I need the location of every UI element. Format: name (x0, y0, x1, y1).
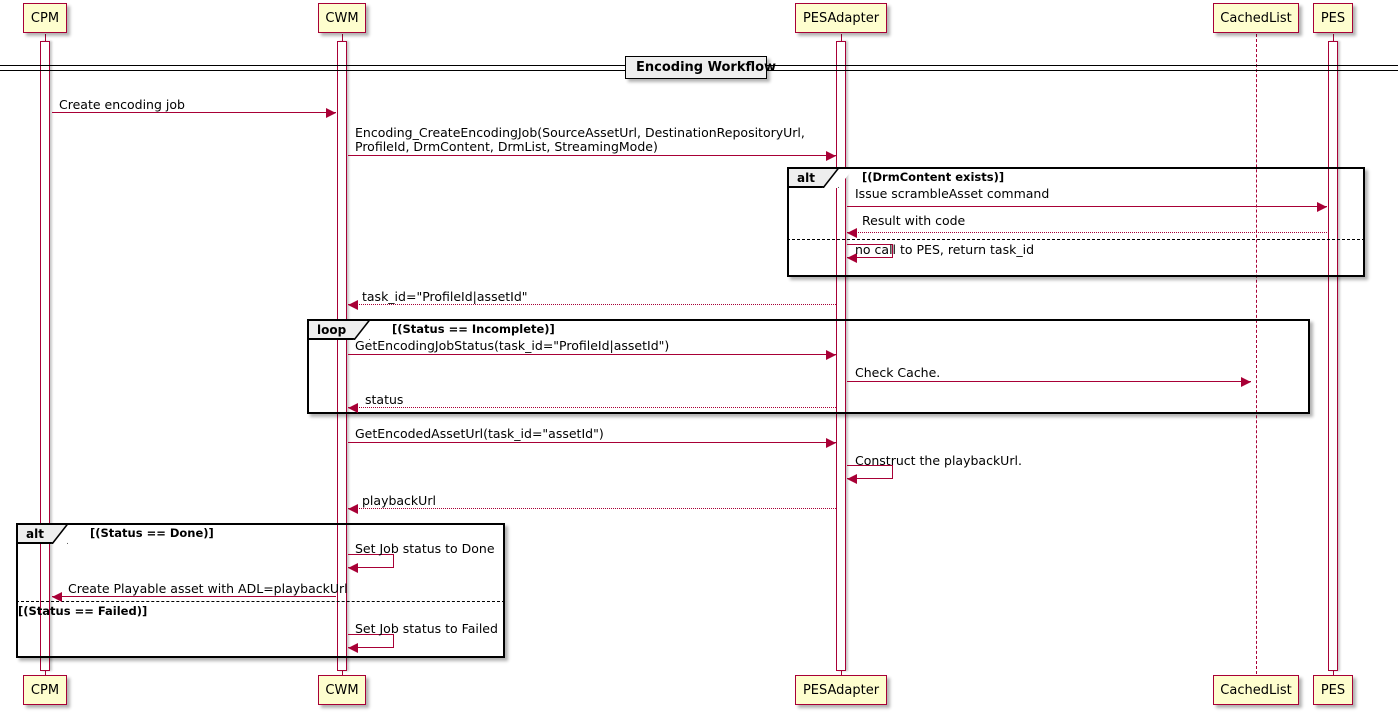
message-line-m6 (348, 304, 836, 305)
self-message-m13 (348, 554, 394, 568)
message-label-m5: no call to PES, return task_id (855, 242, 1034, 257)
participant-bottom-cpm[interactable]: CPM (23, 675, 67, 705)
message-label-m12: playbackUrl (362, 493, 436, 508)
message-line-m3 (847, 206, 1327, 207)
arrowhead-m2 (826, 151, 836, 161)
fragment-separator-alt-drm (787, 239, 1365, 240)
activation-bar-pesadapter (836, 41, 846, 671)
message-line-m1 (52, 112, 336, 113)
self-message-m15 (348, 634, 394, 648)
fragment-separator-alt-done-failed (16, 601, 505, 602)
message-label-m2: Encoding_CreateEncodingJob(SourceAssetUr… (355, 125, 805, 154)
activation-bar-pes (1328, 41, 1338, 671)
message-label-m11: Construct the playbackUrl. (855, 453, 1022, 468)
participant-bottom-pesadapter[interactable]: PESAdapter (795, 675, 887, 705)
fragment-condition-loop-status-0: [(Status == Incomplete)] (392, 322, 555, 336)
participant-bottom-cwm[interactable]: CWM (318, 675, 366, 705)
message-label-m9: status (365, 392, 404, 407)
fragment-condition-alt-done-failed-1: [(Status == Failed)] (18, 604, 148, 618)
fragment-loop-status: loop (307, 319, 1310, 414)
activation-bar-cwm (337, 41, 347, 671)
self-message-m5 (847, 244, 893, 258)
message-label-m8: Check Cache. (855, 365, 941, 380)
message-label-m10: GetEncodedAssetUrl(task_id="assetId") (355, 426, 604, 441)
message-line-m7 (348, 354, 836, 355)
message-line-m2 (348, 155, 836, 156)
fragment-keyword-loop-status: loop (309, 321, 371, 340)
participant-bottom-pes[interactable]: PES (1313, 675, 1353, 705)
message-label-m4: Result with code (862, 213, 966, 228)
arrowhead-m6 (348, 300, 358, 310)
lifeline-cachedlist (1256, 34, 1257, 679)
fragment-condition-alt-drm-0: [(DrmContent exists)] (862, 170, 1005, 184)
participant-top-cachedlist[interactable]: CachedList (1213, 3, 1299, 33)
fragment-condition-alt-done-failed-0: [(Status == Done)] (90, 526, 214, 540)
arrowhead-m11 (847, 474, 857, 484)
arrowhead-m9 (348, 403, 358, 413)
message-line-m4 (847, 232, 1327, 233)
activation-bar-cpm (40, 41, 50, 671)
arrowhead-m10 (826, 438, 836, 448)
participant-top-pes[interactable]: PES (1313, 3, 1353, 33)
fragment-alt-done-failed: alt (16, 523, 505, 658)
arrowhead-m4 (847, 228, 857, 238)
arrowhead-m3 (1317, 202, 1327, 212)
arrowhead-m14 (52, 592, 62, 602)
arrowhead-m5 (847, 253, 857, 263)
message-label-m6: task_id="ProfileId|assetId" (362, 289, 528, 304)
arrowhead-m1 (326, 108, 336, 118)
fragment-alt-drm: alt (787, 167, 1365, 277)
message-line-m14 (52, 596, 336, 597)
divider-label: Encoding Workflow (625, 56, 776, 79)
message-line-m10 (348, 442, 836, 443)
message-label-m13: Set Job status to Done (355, 541, 495, 556)
fragment-keyword-alt-drm: alt (789, 169, 839, 188)
arrowhead-m15 (348, 643, 358, 653)
message-label-m1: Create encoding job (59, 97, 185, 112)
participant-top-cwm[interactable]: CWM (318, 3, 366, 33)
message-line-m9 (348, 407, 836, 408)
message-line-m12 (348, 508, 836, 509)
arrowhead-m7 (826, 350, 836, 360)
message-label-m7: GetEncodingJobStatus(task_id="ProfileId|… (355, 338, 670, 353)
message-label-m15: Set Job status to Failed (355, 621, 498, 636)
participant-bottom-cachedlist[interactable]: CachedList (1213, 675, 1299, 705)
arrowhead-m12 (348, 504, 358, 514)
arrowhead-m13 (348, 563, 358, 573)
participant-top-pesadapter[interactable]: PESAdapter (795, 3, 887, 33)
message-label-m14: Create Playable asset with ADL=playbackU… (68, 581, 348, 596)
arrowhead-m8 (1241, 377, 1251, 387)
message-line-m8 (847, 381, 1251, 382)
fragment-keyword-alt-done-failed: alt (18, 525, 68, 544)
message-label-m3: Issue scrambleAsset command (855, 186, 1050, 201)
participant-top-cpm[interactable]: CPM (23, 3, 67, 33)
self-message-m11 (847, 465, 893, 479)
